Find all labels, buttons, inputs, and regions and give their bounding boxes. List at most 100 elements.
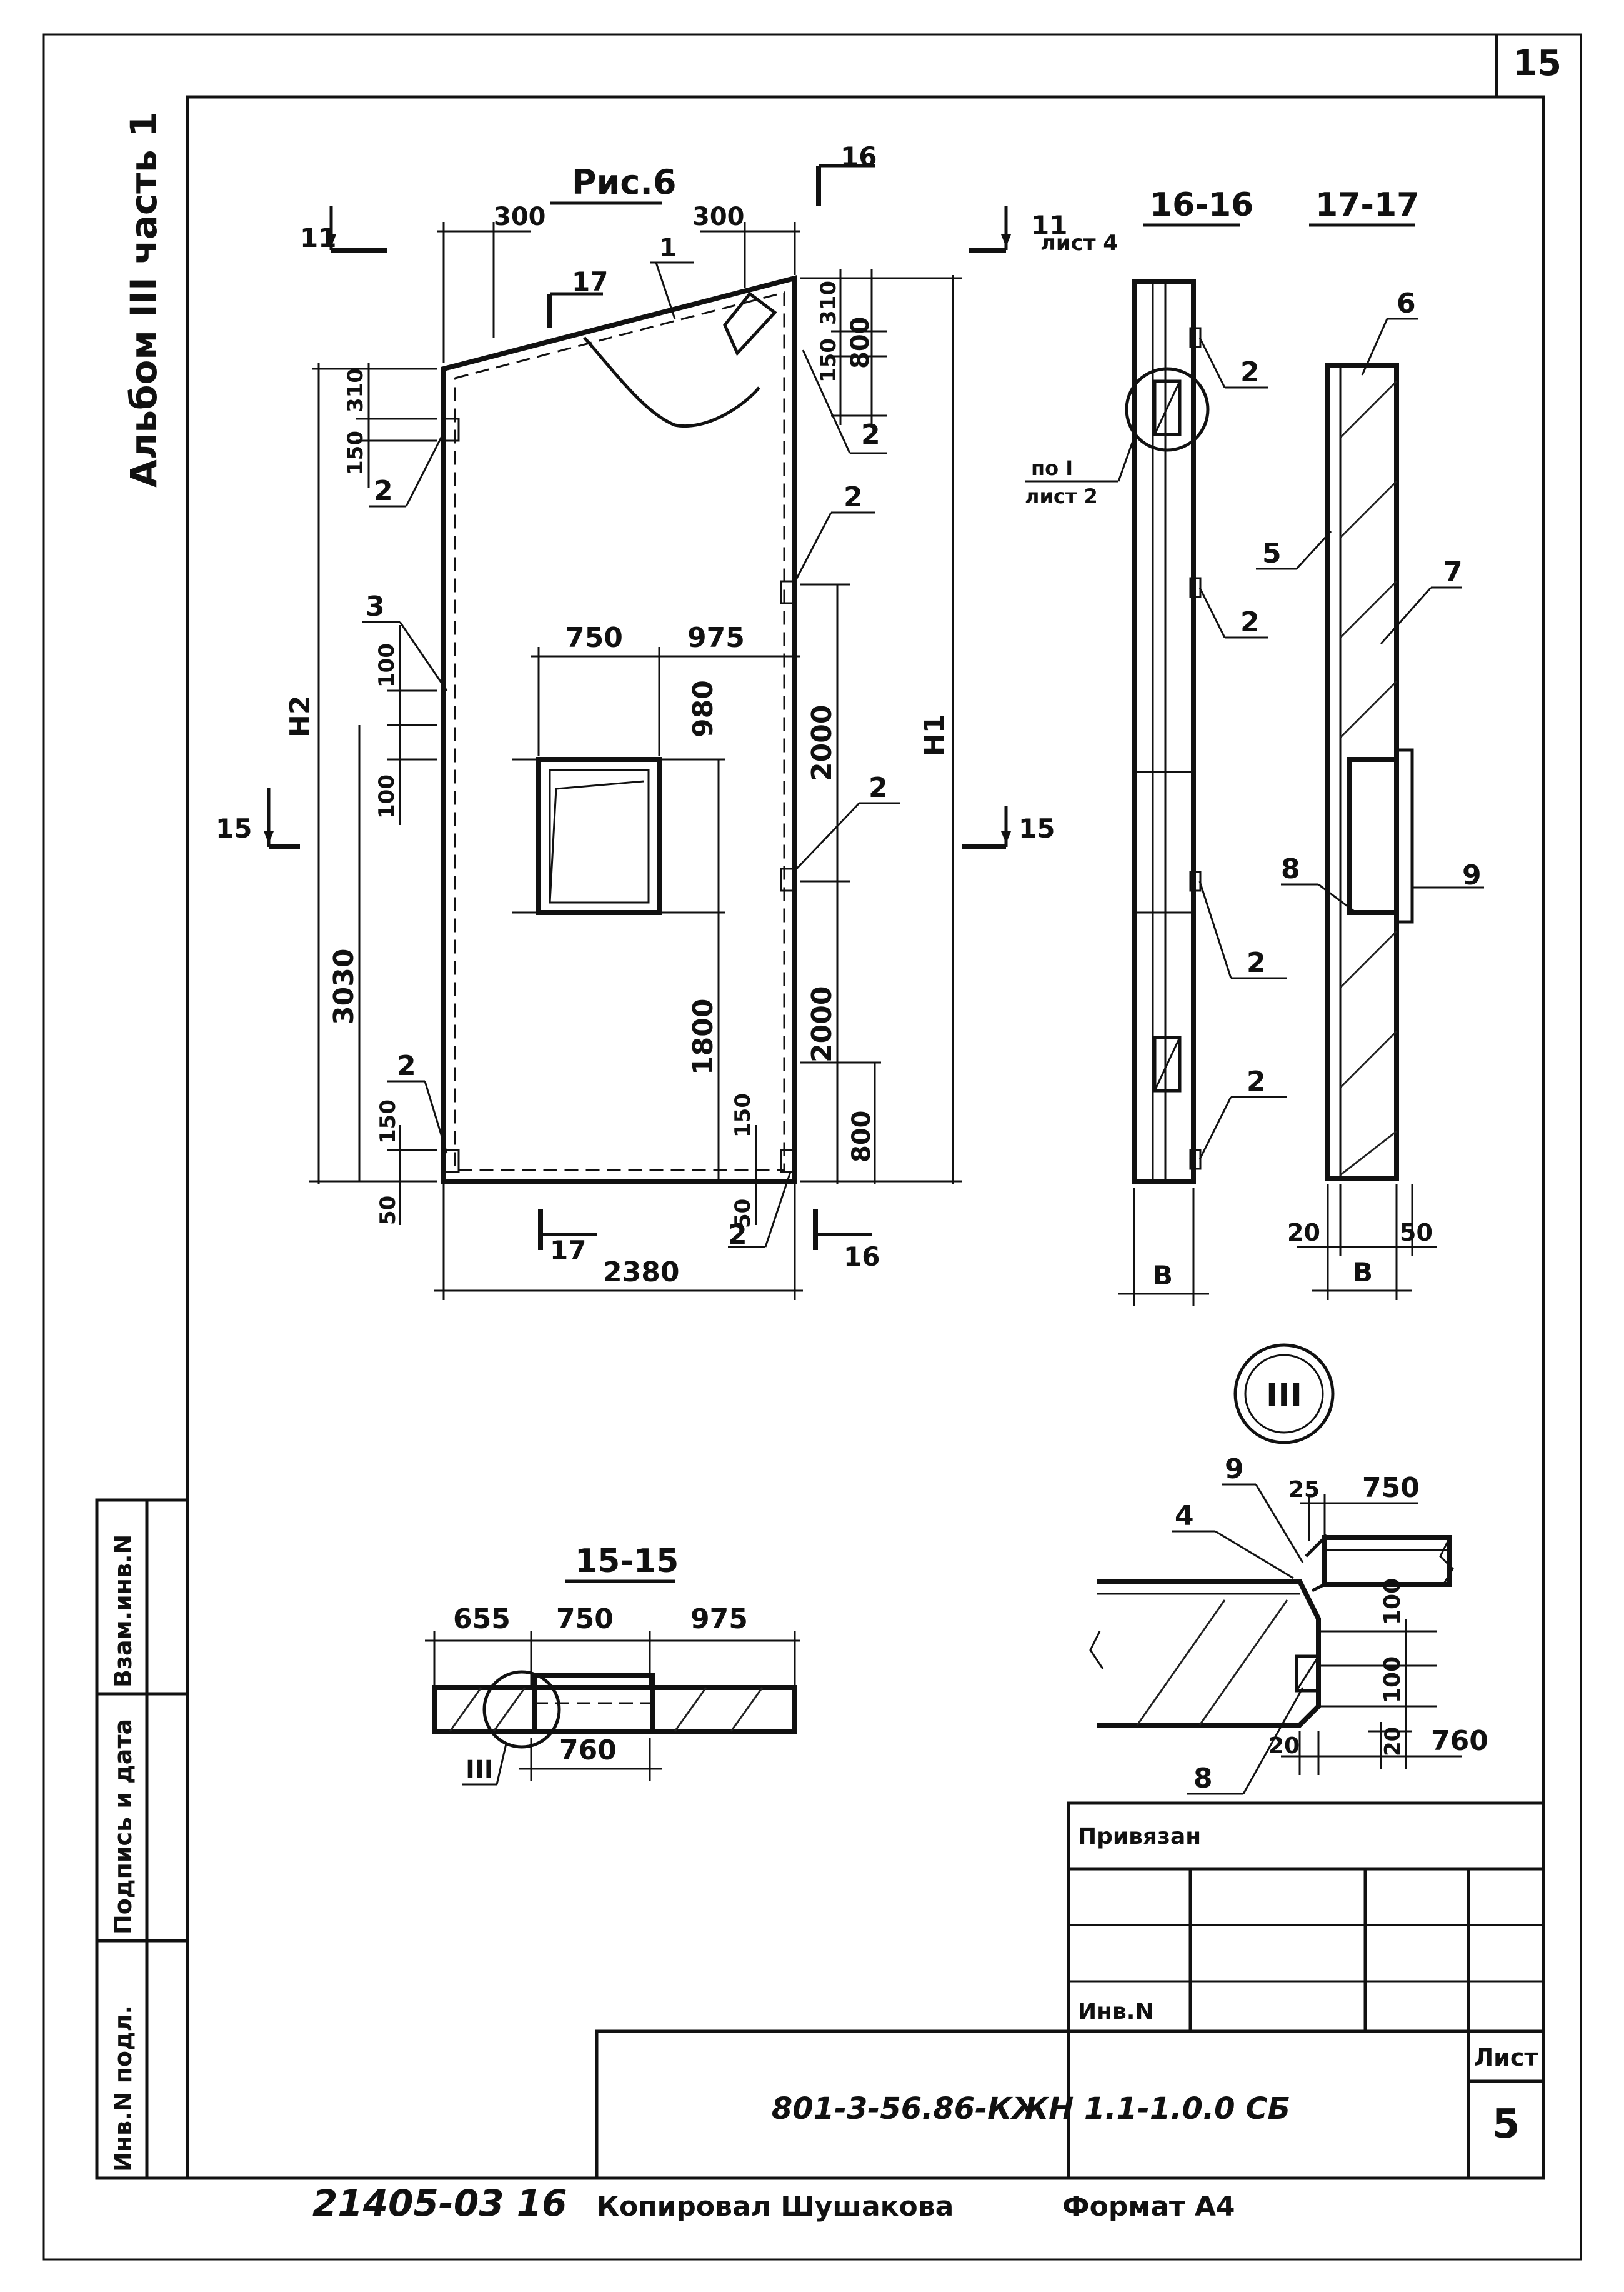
dim-3030: 3030	[328, 949, 360, 1025]
strip-inv-original: Инв.N подл.	[109, 2005, 137, 2172]
s17-callout-9: 9	[1462, 859, 1482, 891]
sec-17-bottom: 17	[550, 1235, 586, 1266]
dim-50-bottom-right: 50	[730, 1199, 755, 1228]
dim-975-elev: 975	[687, 622, 745, 654]
ref-node-bottom: лист 2	[1025, 484, 1098, 508]
node-dim-20-b: 20	[1380, 1727, 1405, 1756]
dim-h1: H1	[919, 714, 950, 756]
dim-2380: 2380	[603, 1256, 679, 1288]
sec-15-right: 15	[1019, 813, 1055, 844]
dim-800-right-top: 800	[846, 317, 875, 369]
node-dim-760: 760	[1431, 1725, 1488, 1757]
stamp-code: 801-3-56.86-КЖН 1.1-1.0.0 СБ	[772, 2091, 1290, 2126]
album-title: Альбом III часть 1	[122, 112, 165, 488]
stamp-sheet-label: Лист	[1474, 2044, 1538, 2071]
footer-copied: Копировал Шушакова	[597, 2191, 954, 2223]
section-17-17-title: 17-17	[1315, 186, 1419, 224]
sec-16-top: 16	[840, 141, 877, 172]
callout-2-right-mid: 2	[844, 481, 863, 513]
node-dim-750: 750	[1362, 1472, 1420, 1504]
sec-15-left: 15	[216, 813, 252, 844]
node-dim-20-a: 20	[1268, 1733, 1300, 1759]
dim-150-bottom-right: 150	[730, 1093, 755, 1138]
footer-format: Формат А4	[1062, 2191, 1235, 2223]
s17-dim-50: 50	[1400, 1219, 1433, 1246]
s16-callout-2-d: 2	[1247, 1066, 1266, 1098]
ref-node-top: по I	[1031, 456, 1073, 480]
figure-title: Рис.6	[572, 163, 677, 202]
sec-11-right: 11	[1031, 210, 1067, 241]
stamp-tied: Привязан	[1078, 1824, 1201, 1849]
strip-replace-inv: Взам.инв.N	[109, 1534, 137, 1688]
section-16-16: 16-16 2 2 2 2 по I лист 2 B	[1025, 186, 1287, 1306]
node-callout-8: 8	[1193, 1763, 1213, 1794]
dim-h2: H2	[284, 696, 316, 738]
plan-dim-975: 975	[690, 1603, 748, 1635]
dim-2000-upper: 2000	[806, 705, 838, 781]
s16-dim-b: B	[1153, 1260, 1173, 1291]
dim-1800: 1800	[687, 999, 719, 1075]
section-15-15-title: 15-15	[575, 1543, 679, 1580]
corner-number: 15	[1513, 43, 1562, 84]
s16-callout-2-a: 2	[1240, 356, 1260, 388]
callout-1: 1	[659, 234, 677, 263]
stamp: Привязан Инв.N 801-3-56.86-КЖН 1.1-1.0.0…	[595, 1801, 1545, 2180]
node-III-detail: III 9 4 25 750 100 100 20 2	[1089, 1343, 1488, 1795]
dim-300-right: 300	[692, 203, 745, 231]
plan-dim-760: 760	[559, 1734, 617, 1766]
sec-17-top: 17	[572, 266, 608, 297]
node-dim-100-a: 100	[1380, 1578, 1405, 1625]
s17-callout-5: 5	[1262, 538, 1282, 569]
footer-number: 21405-03 16	[312, 2182, 567, 2224]
strip-sign-date: Подпись и дата	[109, 1719, 137, 1934]
callout-3: 3	[366, 591, 385, 623]
s16-callout-2-b: 2	[1240, 606, 1260, 638]
s17-callout-7: 7	[1443, 556, 1463, 588]
section-markers: 11 11 лист 4 16 17 15 15 17 16	[216, 141, 1118, 1272]
elevation-dimensions: 300 300 310 150 800 310 150 H2 100 100	[284, 203, 962, 1300]
elevation-callouts: 1 2 2 2 3 2 2 2	[362, 234, 900, 1251]
s17-dim-20: 20	[1287, 1219, 1320, 1246]
section-15-15: 15-15 655 750 975 III 760	[425, 1543, 800, 1786]
node-dim-100-b: 100	[1380, 1656, 1405, 1703]
dim-800-right-bottom: 800	[847, 1111, 876, 1163]
s16-callout-2-c: 2	[1247, 947, 1266, 979]
s17-dim-b: B	[1353, 1257, 1373, 1288]
node-callout-4: 4	[1175, 1500, 1194, 1532]
callout-2-bottom-right: 2	[728, 1219, 747, 1251]
dim-300-left: 300	[494, 203, 546, 231]
dim-100-left-a: 100	[374, 643, 399, 688]
section-17-17: 17-17 6 5 7 8 9 20 50 B	[1256, 186, 1484, 1300]
s17-callout-6: 6	[1397, 288, 1416, 319]
plan-node-label: III	[466, 1756, 494, 1784]
sec-16-bottom: 16	[844, 1241, 880, 1272]
dim-50-bottom-left: 50	[376, 1196, 401, 1225]
callout-2-right-low: 2	[869, 772, 888, 804]
dim-150-bottom-left: 150	[376, 1099, 401, 1144]
plan-dim-750: 750	[556, 1603, 614, 1635]
plan-dim-655: 655	[453, 1603, 511, 1635]
dim-150-left: 150	[343, 431, 368, 475]
s17-callout-8: 8	[1281, 853, 1300, 885]
stamp-inv: Инв.N	[1078, 1999, 1154, 2024]
dim-100-left-b: 100	[374, 774, 399, 819]
dim-150-right: 150	[816, 338, 841, 383]
dim-980: 980	[687, 680, 719, 738]
section-16-16-title: 16-16	[1150, 186, 1253, 224]
dim-2000-lower: 2000	[806, 986, 838, 1063]
stamp-sheet-number: 5	[1492, 2101, 1520, 2148]
callout-2-left-top: 2	[374, 475, 393, 507]
dim-310-right: 310	[816, 281, 841, 325]
callout-2-left-bottom: 2	[397, 1050, 416, 1082]
node-dim-25: 25	[1288, 1477, 1320, 1503]
panel-elevation	[441, 274, 797, 1184]
left-approval-strip: Инв.N подл. Подпись и дата Взам.инв.N	[95, 1498, 189, 2180]
sec-11-sheet-ref: лист 4	[1040, 231, 1118, 256]
dim-750-elev: 750	[565, 622, 623, 654]
node-callout-9: 9	[1225, 1453, 1244, 1485]
node-detail-label: III	[1266, 1377, 1302, 1414]
callout-2-top-right: 2	[861, 419, 880, 451]
dim-310-left: 310	[343, 368, 368, 413]
